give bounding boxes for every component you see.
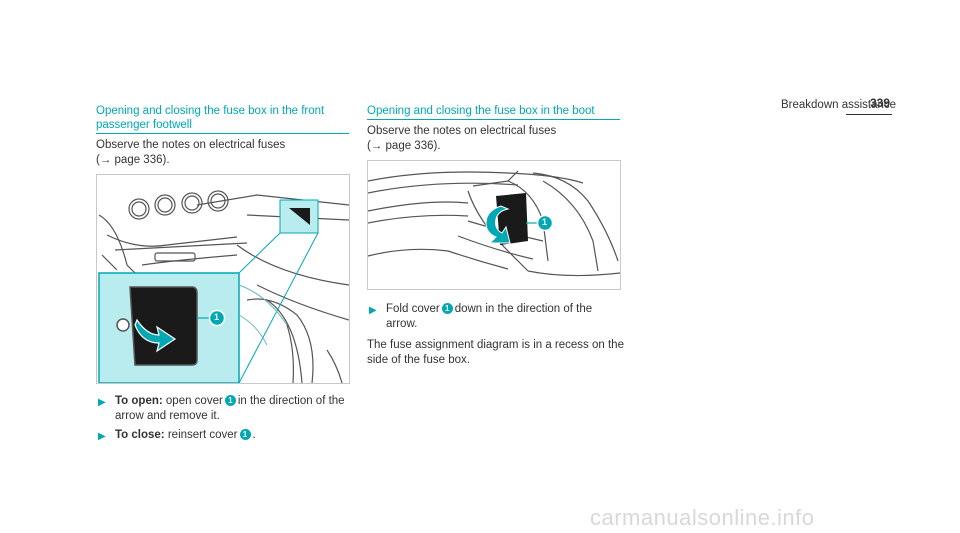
step-open-text3: arrow and remove it. xyxy=(115,410,220,422)
left-heading-line2: passenger footwell xyxy=(96,119,192,131)
left-heading-rule xyxy=(96,133,349,134)
right-heading: Opening and closing the fuse box in the … xyxy=(367,105,595,117)
right-figure-callout: 1 xyxy=(542,217,548,227)
callout-1-icon: 1 xyxy=(441,303,453,315)
left-figure-callout: 1 xyxy=(214,312,220,322)
left-heading: Opening and closing the fuse box in the … xyxy=(96,104,324,132)
step-fold-text1: Fold cover xyxy=(386,303,440,315)
step-arrow-icon: ▶ xyxy=(369,305,377,316)
right-observe-note: Observe the notes on electrical fuses (→… xyxy=(367,124,556,154)
step-close-label: To close: xyxy=(115,429,165,441)
callout-1-icon: 1 xyxy=(239,429,251,441)
right-note-line1: The fuse assignment diagram is in a rece… xyxy=(367,339,624,351)
right-fuse-note: The fuse assignment diagram is in a rece… xyxy=(367,338,624,368)
footwell-illustration: 1 xyxy=(96,174,350,384)
left-heading-line1: Opening and closing the fuse box in the … xyxy=(96,105,325,117)
header-rule xyxy=(846,114,892,115)
right-observe-line1: Observe the notes on electrical fuses xyxy=(367,125,557,137)
boot-drawing xyxy=(368,170,620,277)
left-observe-note: Observe the notes on electrical fuses (→… xyxy=(96,138,285,168)
left-observe-line2: (→ page 336). xyxy=(96,154,170,166)
callout-1-icon: 1 xyxy=(224,395,236,407)
footwell-drawing xyxy=(98,190,349,383)
right-heading-rule xyxy=(367,119,620,120)
step-open-text1: open cover xyxy=(165,395,223,407)
step-fold-text2: down in the direction of the xyxy=(454,303,593,315)
right-observe-line2: (→ page 336). xyxy=(367,140,441,152)
step-open-label: To open: xyxy=(115,395,163,407)
right-note-line2: side of the fuse box. xyxy=(367,354,470,366)
step-fold-text3: arrow. xyxy=(386,318,418,330)
step-close-text1: reinsert cover xyxy=(167,429,238,441)
watermark: carmanualsonline.info xyxy=(590,505,815,530)
step-close-text2: . xyxy=(252,429,256,441)
page-number: 339 xyxy=(870,96,891,110)
step-arrow-icon: ▶ xyxy=(98,397,106,408)
step-arrow-icon: ▶ xyxy=(98,431,106,442)
running-header-section: Breakdown assistance xyxy=(781,99,897,111)
boot-illustration: 1 xyxy=(367,160,621,290)
step-open-text2: in the direction of the xyxy=(237,395,345,407)
left-observe-line1: Observe the notes on electrical fuses xyxy=(96,139,286,151)
